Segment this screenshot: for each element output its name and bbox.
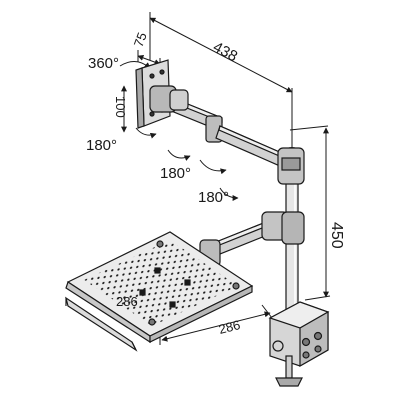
- laptop-tray: [65, 231, 254, 352]
- upper-arm: [163, 95, 305, 185]
- label-tray-286-b: 286: [217, 317, 242, 337]
- lower-arm: [199, 211, 305, 267]
- vesa-plate: [135, 59, 189, 129]
- label-rotation-360: 360°: [88, 55, 119, 72]
- label-height-100: 100: [113, 96, 128, 118]
- label-rotation-180-mid: 180°: [160, 165, 191, 182]
- label-rotation-180-left: 180°: [86, 137, 117, 154]
- label-rotation-180-lower: 180°: [198, 189, 229, 206]
- desk-clamp: [268, 301, 330, 387]
- dimension-labels: 438 75 100 450 286 286 360° 180° 180° 18…: [86, 30, 345, 337]
- label-tray-286-a: 286: [116, 294, 138, 309]
- label-width-438: 438: [210, 39, 240, 66]
- label-width-75: 75: [131, 30, 150, 49]
- label-height-450: 450: [328, 222, 345, 249]
